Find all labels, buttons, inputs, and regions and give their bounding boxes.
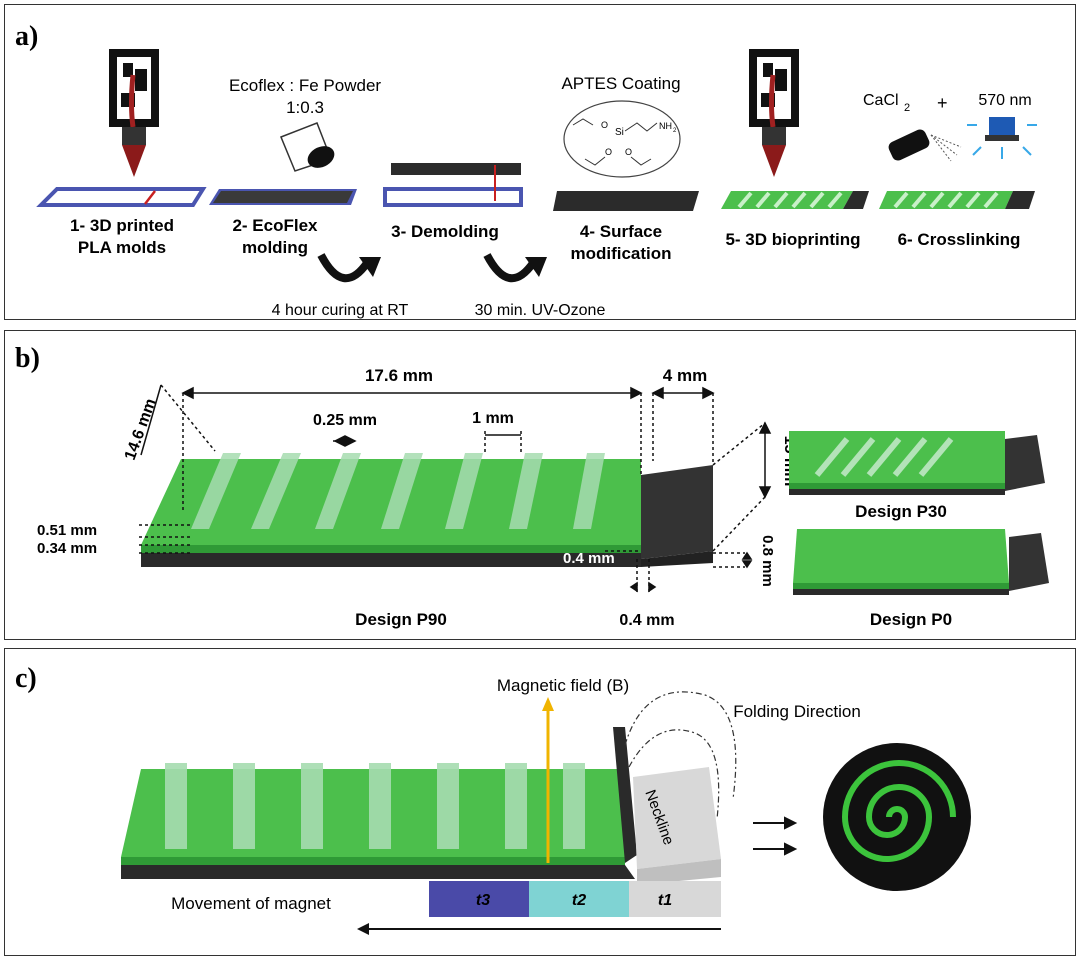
design-p30-label: Design P30 [855,502,947,521]
step-4-line1: 4- Surface [580,222,662,241]
panel-c-label: c) [15,663,37,694]
aptes-nh2: NH [659,121,672,131]
uv-note: 30 min. UV-Ozone [475,302,606,319]
t3-label: t3 [476,892,490,909]
panel-b-label: b) [15,343,40,374]
modified-sheet [553,191,699,211]
aptes-o2: O [605,147,612,157]
crosslinked-sheet [879,191,1035,209]
dim-length: 17.6 mm [365,366,433,385]
aptes-o3: O [625,147,632,157]
aptes-title: APTES Coating [561,74,680,93]
step-2-line1: 2- EcoFlex [232,216,318,235]
dim-t04b: 0.4 mm [619,612,674,629]
actuator-sheet [121,727,721,885]
aptes-si: Si [615,127,624,138]
dim-strip: 1 mm [472,410,514,427]
step-4-line2: modification [570,244,671,263]
panel-a: a) 1- 3D printed PLA molds Ecoflex : Fe … [4,4,1076,320]
ecoflex-ratio-title: Ecoflex : Fe Powder [229,76,381,95]
cacl2-sub: 2 [904,102,910,114]
pouring-cup-icon [280,122,335,172]
dim-t08: 0.8 mm [759,535,776,587]
step-1-line2: PLA molds [78,238,166,257]
step-2-line2: molding [242,238,308,257]
pla-mold [36,187,207,207]
panel-a-diagram: a) 1- 3D printed PLA molds Ecoflex : Fe … [15,21,1037,319]
dim-tab: 4 mm [663,366,707,385]
step-3-line1: 3- Demolding [391,222,499,241]
t1-label: t1 [658,892,672,909]
dim-t04a: 0.4 mm [563,550,615,567]
aptes-molecule-icon: Si O O O NH 2 [563,100,681,178]
panel-c-diagram: c) Neckline Magnetic field (B) Folding D… [15,663,971,935]
step-1-line1: 1- 3D printed [70,216,174,235]
printer-icon-1 [109,49,159,177]
movement-label: Movement of magnet [171,894,331,913]
folding-direction-label: Folding Direction [733,702,861,721]
dim-gap: 0.25 mm [313,412,377,429]
magnetic-field-label: Magnetic field (B) [497,676,629,695]
dim-t051: 0.51 mm [37,522,97,539]
printer-icon-2 [749,49,799,177]
spray-bottle-icon [888,129,962,162]
rolled-spiral-icon [823,743,971,891]
dimension-lines [139,384,772,593]
design-p90-label: Design P90 [355,610,447,629]
uv-lamp-icon [967,117,1037,159]
wavelength-label: 570 nm [978,92,1031,109]
folding-arcs [624,691,737,820]
panel-b: b) [4,330,1076,640]
uv-arrow-icon [483,253,547,283]
plus-sign: + [937,93,948,113]
aptes-nh2-sub: 2 [673,128,677,134]
panel-a-label: a) [15,21,38,52]
panel-b-diagram: b) [15,343,1049,629]
magnet-timeline [429,881,721,917]
ecoflex-ratio-value: 1:0.3 [286,98,324,117]
t2-label: t2 [572,892,586,909]
ecoflex-mold [209,189,357,205]
design-p0-label: Design P0 [870,610,952,629]
demolding-mold [383,163,523,207]
p30-sheet [789,431,1045,495]
curing-note: 4 hour curing at RT [272,302,409,319]
curing-arrow-icon [317,253,381,283]
step-6-line1: 6- Crosslinking [898,230,1021,249]
bioprinted-sheet [721,191,869,209]
aptes-o1: O [601,120,608,130]
dim-t034: 0.34 mm [37,540,97,557]
movement-arrow [357,923,721,935]
right-arrows-icon [753,816,798,856]
cacl2-label: CaCl [863,92,899,109]
step-5-line1: 5- 3D bioprinting [725,230,860,249]
magnetic-field-arrow [542,697,554,863]
dim-width: 14.6 mm [122,396,160,462]
panel-c: c) Neckline Magnetic field (B) Folding D… [4,648,1076,956]
p90-sheet [141,453,713,567]
p0-sheet [793,529,1049,595]
